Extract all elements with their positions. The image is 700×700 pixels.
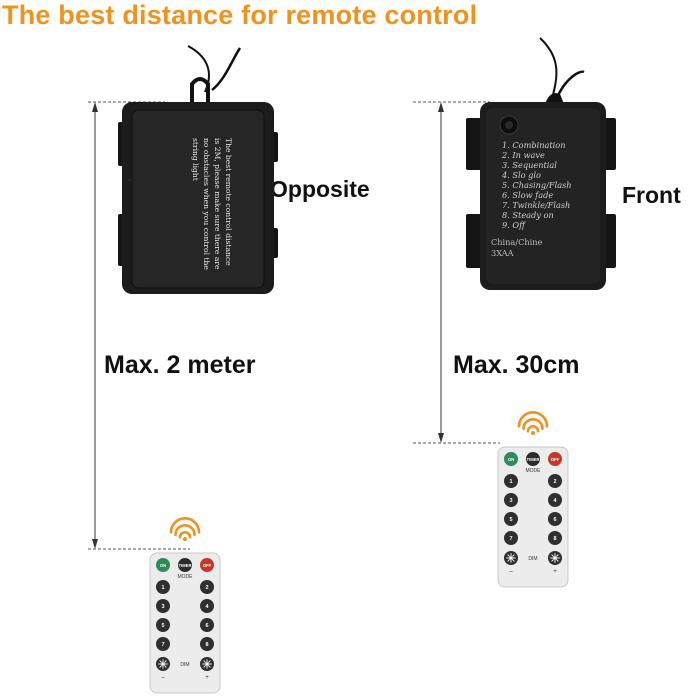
battery-box-front: 1. Combination 2. In wave 3. Sequential … — [466, 37, 616, 290]
remote-left-off-button-label: OFF — [203, 563, 212, 568]
remote-left-on-button[interactable]: ON — [156, 558, 170, 572]
remote-left-dim-label: DIM — [180, 662, 189, 668]
remote-left-key-1[interactable]: 1 — [156, 580, 170, 594]
box-note-line-1: The best remote control distance — [224, 138, 233, 266]
remote-right-timer-button[interactable]: TIMER — [526, 452, 540, 466]
right-distance-label: Max. 30cm — [453, 351, 580, 379]
battery-box-back: The best remote control distance is 2M, … — [118, 45, 278, 294]
remote-right-key-1[interactable]: 1 — [504, 474, 518, 488]
remote-right-on-button-label: ON — [508, 457, 514, 462]
remote-right-key-2[interactable]: 2 — [548, 474, 562, 488]
remote-right-key-7-label: 7 — [509, 536, 512, 542]
right-dimension — [413, 101, 500, 444]
remote-left-key-2-label: 2 — [205, 585, 208, 591]
remote-right-plus-label: + — [553, 569, 557, 575]
remote-left-key-8[interactable]: 8 — [200, 637, 214, 651]
left-dimension — [88, 101, 190, 550]
mode-9: 9. Off — [502, 220, 526, 230]
remote-right-key-1-label: 1 — [509, 479, 512, 485]
box-note-line-3: no obstacles when you control the — [202, 138, 211, 270]
remote-right-key-5-label: 5 — [509, 517, 512, 523]
mode-6: 6. Slow fade — [502, 190, 553, 200]
sun-large-icon — [202, 659, 212, 669]
remote-right-key-8[interactable]: 8 — [548, 531, 562, 545]
remote-left-mode-label: MODE — [178, 574, 194, 580]
remote-left-key-5[interactable]: 5 — [156, 618, 170, 632]
left-distance-label: Max. 2 meter — [104, 351, 256, 379]
remote-right-key-3[interactable]: 3 — [504, 493, 518, 507]
remote-left-timer-button-label: TIMER — [178, 563, 191, 568]
mode-5: 5. Chasing/Flash — [502, 180, 572, 190]
remote-right-key-2-label: 2 — [553, 479, 556, 485]
remote-left-plus-label: + — [205, 675, 209, 681]
remote-right-off-button-label: OFF — [551, 457, 560, 462]
remote-right-off-button[interactable]: OFF — [548, 452, 562, 466]
remote-right-key-6-label: 6 — [553, 517, 556, 523]
remote-right-key-4[interactable]: 4 — [548, 493, 562, 507]
remote-left-key-8-label: 8 — [205, 642, 208, 648]
remote-left-off-button[interactable]: OFF — [200, 558, 214, 572]
opposite-label: Opposite — [270, 176, 370, 202]
sun-small-icon — [158, 659, 168, 669]
remote-right-mode-label: MODE — [526, 468, 542, 474]
mode-1: 1. Combination — [502, 140, 566, 150]
remote-left-timer-button[interactable]: TIMER — [178, 558, 192, 572]
remote-right-key-8-label: 8 — [553, 536, 556, 542]
remote-right-dim-up-button[interactable] — [548, 551, 562, 565]
mode-3: 3. Sequential — [502, 160, 557, 170]
remote-right-dim-down-button[interactable] — [504, 551, 518, 565]
box-note-line-2: is 2M, please make sure there are — [213, 138, 222, 270]
remote-right-minus-label: – — [509, 569, 513, 575]
sun-small-icon — [506, 553, 516, 563]
remote-right-dim-label: DIM — [528, 556, 537, 562]
remote-left-signal-icon — [169, 517, 201, 541]
remote-right-signal-icon — [517, 411, 549, 435]
remote-left-key-3-label: 3 — [161, 604, 164, 610]
remote-right-key-3-label: 3 — [509, 498, 512, 504]
remote-left-key-3[interactable]: 3 — [156, 599, 170, 613]
box-note-line-4: string light — [191, 138, 200, 181]
remote-left-key-6-label: 6 — [205, 623, 208, 629]
remote-right-key-4-label: 4 — [553, 498, 557, 504]
origin-text: China/Chine — [491, 237, 542, 247]
remote-right-key-5[interactable]: 5 — [504, 512, 518, 526]
remote-right-key-7[interactable]: 7 — [504, 531, 518, 545]
remote-left-key-7-label: 7 — [161, 642, 164, 648]
sun-large-icon — [550, 553, 560, 563]
mode-7: 7. Twinkle/Flash — [502, 200, 570, 210]
remote-left-key-1-label: 1 — [161, 585, 164, 591]
remote-left-key-5-label: 5 — [161, 623, 164, 629]
remote-right-on-button[interactable]: ON — [504, 452, 518, 466]
remote-left-dim-up-button[interactable] — [200, 657, 214, 671]
battery-text: 3XAA — [491, 248, 514, 258]
remote-left-key-2[interactable]: 2 — [200, 580, 214, 594]
remote-left-key-4-label: 4 — [205, 604, 209, 610]
mode-2: 2. In wave — [501, 150, 545, 160]
remote-left-key-7[interactable]: 7 — [156, 637, 170, 651]
mode-8: 8. Steady on — [502, 210, 554, 220]
remote-left-on-button-label: ON — [160, 563, 166, 568]
remote-left-key-4[interactable]: 4 — [200, 599, 214, 613]
remote-right-key-6[interactable]: 6 — [548, 512, 562, 526]
remote-left-minus-label: – — [161, 675, 165, 681]
mode-4: 4. Slo glo — [501, 170, 541, 180]
page-title: The best distance for remote control — [2, 0, 478, 30]
remote-left-key-6[interactable]: 6 — [200, 618, 214, 632]
remote-right-timer-button-label: TIMER — [526, 457, 539, 462]
front-label: Front — [622, 182, 681, 208]
remote-left-dim-down-button[interactable] — [156, 657, 170, 671]
